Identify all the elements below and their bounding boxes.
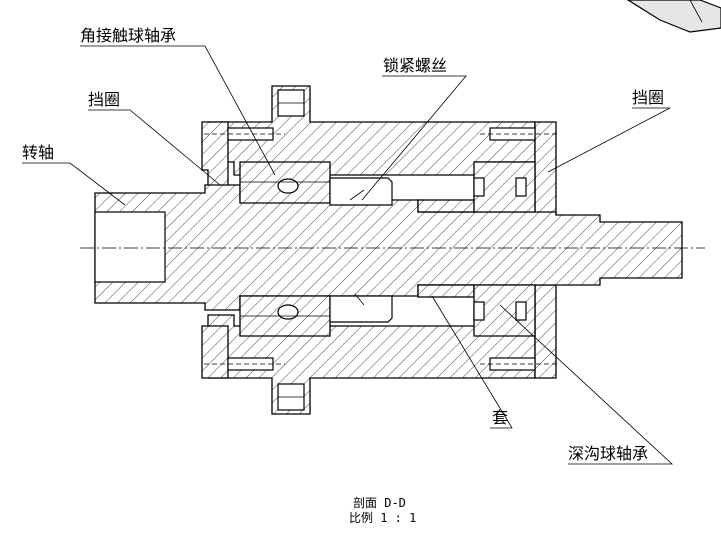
caption-scale: 比例 1 : 1 (349, 511, 416, 525)
label-retainer-left: 挡圈 (88, 90, 120, 109)
label-deep-groove-bearing: 深沟球轴承 (568, 444, 648, 463)
angular-bearing-graphic (239, 161, 331, 337)
label-sleeve: 套 (492, 408, 508, 427)
leader-lines (22, 45, 674, 465)
iso-view-fragment (626, 0, 721, 33)
label-retainer-right: 挡圈 (632, 88, 664, 107)
caption-section: 剖面 D-D (353, 496, 406, 510)
housing (207, 85, 536, 415)
label-lock-screw: 锁紧螺丝 (383, 56, 447, 75)
lock-nut-graphic (329, 177, 393, 323)
sleeve-graphic (417, 199, 475, 298)
label-shaft: 转轴 (22, 143, 54, 162)
label-angular-contact-bearing: 角接触球轴承 (80, 26, 176, 45)
shaft (94, 184, 683, 311)
screws (204, 127, 560, 371)
